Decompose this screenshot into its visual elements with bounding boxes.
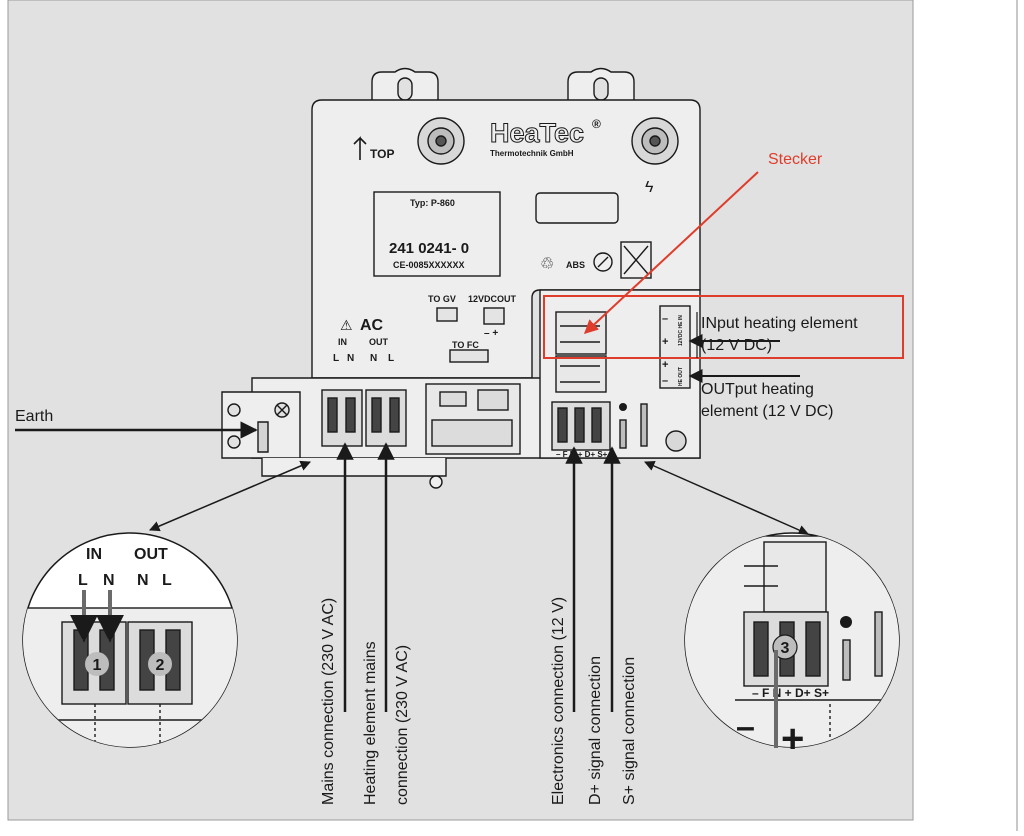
s-signal-label: S+ signal connection [621,657,638,805]
indicator-dot [619,403,627,411]
he-in-minus: – [662,313,668,325]
zoom-plus: + [781,717,804,761]
ce-label: CE-0085XXXXXX [393,260,465,270]
heating-mains-label-2: connection (230 V AC) [394,645,411,805]
earth-terminal [257,421,269,453]
ac-out-label: OUT [369,337,389,347]
ac-out-n: N [370,353,377,364]
zoom-terminal-labels: – F N + D+ S+ [752,686,829,700]
signal-pin-1 [619,419,627,449]
brand-sub: Thermotechnik GmbH [490,149,574,158]
terminal-labels: – F N + D+ S+ [556,450,608,459]
brand-logo: HeaTec [490,118,584,148]
zoom-minus: – [736,708,755,746]
stecker-label: Stecker [768,151,823,168]
signal-pin-2 [640,403,648,447]
zoom-he-connector [763,541,827,613]
top-arrow-icon [353,136,367,160]
d-signal-label: D+ signal connection [587,656,604,805]
vdc-out-connector [483,307,505,325]
output-heating-line2: element (12 V DC) [701,403,834,420]
zoom-out-label: OUT [134,546,168,563]
zoom-left-link [149,460,311,532]
mount-slot-right [593,77,609,101]
ac-out-l: L [388,353,394,364]
to-fc-connector [449,349,489,363]
ribbon-header [431,419,513,447]
callouts: Stecker INput heating element (12 V DC) … [15,151,904,805]
stecker-arrow [583,171,759,334]
he-in-side-label: 12VDC HE IN [678,315,684,346]
earth-label: Earth [15,408,53,425]
top-label: TOP [370,147,394,161]
lightning-icon: ϟ [645,179,654,196]
he-out-side-label: HE OUT [678,367,684,386]
ac-label: AC [360,317,384,334]
ac-in-n: N [347,353,354,364]
module-screw [665,430,687,452]
bottom-hole [429,475,443,489]
type-plate [373,191,501,277]
input-highlight-box [543,295,904,359]
vdc-polarity: – + [484,328,498,339]
he-out-minus: – [662,375,668,387]
abs-label: ABS [566,260,585,270]
blank-window [535,192,619,224]
recycle-icon: ♲ [540,256,554,273]
badge-1 [85,652,109,676]
earth-hole-1 [227,403,241,417]
earth-hole-2 [227,435,241,449]
zoom-right: 3 – F N + D+ S+ – + [684,532,900,761]
zoom-l1-label: L [78,572,88,589]
heating-mains-label-1: Heating element mains [362,641,379,805]
small-connector-a [439,391,467,407]
badge-2-text: 2 [156,657,165,674]
to-gv-connector [436,307,458,322]
input-heating-line1: INput heating element [701,315,858,332]
ac-in-label: IN [338,337,347,347]
zoom-l2-label: L [162,572,172,589]
zoom-in-label: IN [86,546,102,563]
badge-3 [772,634,798,660]
he-out-plus: + [662,359,668,371]
he-label-strip [659,305,691,389]
badge-1-text: 1 [93,657,102,674]
to-gv-label: TO GV [428,294,456,304]
zoom-right-link [644,461,809,535]
badge-2 [148,652,172,676]
badge-3-text: 3 [781,640,790,657]
he-in-plus: + [662,336,668,348]
bottom-tab [261,458,447,477]
electronics-label: Electronics connection (12 V) [550,597,567,805]
he-out-connector [555,355,607,393]
vdc-out-label: 12VDCOUT [468,294,517,304]
output-heating-line1: OUTput heating [701,381,814,398]
input-heating-line2: (12 V DC) [701,337,772,354]
housing-body [311,99,701,379]
zoom-n1-label: N [103,572,115,589]
control-unit [221,67,701,489]
zoom-n2-label: N [137,572,149,589]
pencil-icon [593,252,613,272]
weee-icon [620,241,652,279]
type-label: Typ: P-860 [410,198,455,208]
mains-label: Mains connection (230 V AC) [320,598,337,805]
to-fc-label: TO FC [452,340,479,350]
zoom-left: IN OUT L N N L 1 2 [22,532,238,748]
mount-slot-left [397,77,413,101]
part-number: 241 0241- 0 [389,240,469,257]
device-labels: TOP HeaTec ® Thermotechnik GmbH ϟ Typ: P… [333,117,684,459]
he-in-connector [555,311,607,355]
small-connector-b [477,389,509,411]
ac-in-l: L [333,353,339,364]
brand-mark: ® [592,117,601,131]
warning-icon: ⚠ [340,317,353,333]
